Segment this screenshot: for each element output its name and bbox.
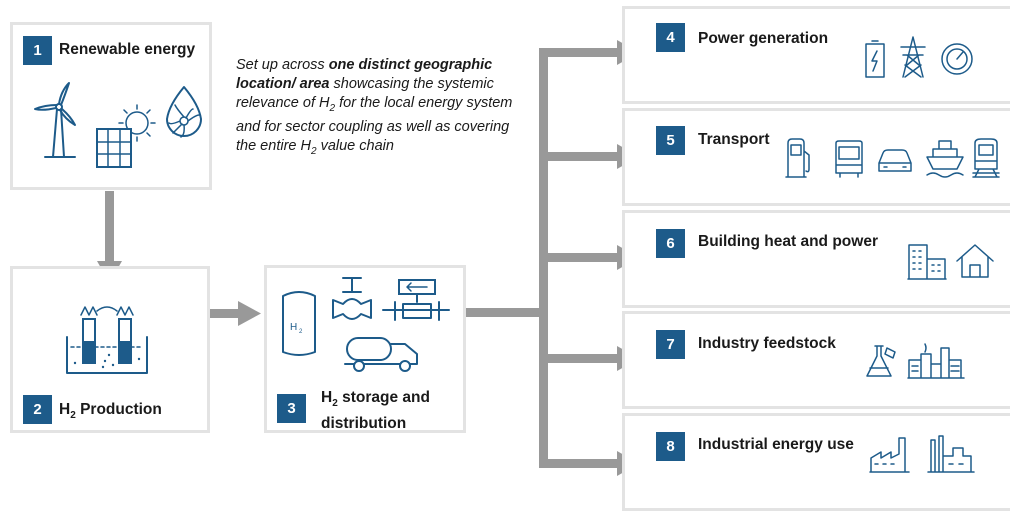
solar-panel-sun-icon <box>96 104 156 168</box>
industrial-energy-box: 8 Industrial energy use <box>622 413 1010 511</box>
step-number-3: 3 <box>277 394 306 423</box>
building-heat-box: 6 Building heat and power <box>622 210 1010 308</box>
car-icon <box>878 149 912 172</box>
electrolysis-icon <box>66 306 148 374</box>
factory-icon <box>869 437 910 473</box>
step-number-4: 4 <box>656 23 685 52</box>
step-number-2: 2 <box>23 395 52 424</box>
renewable-energy-label: Renewable energy <box>59 41 196 58</box>
step-number-5: 5 <box>656 126 685 155</box>
fuel-pump-icon <box>785 138 810 178</box>
tank-h2-label: H <box>290 322 297 333</box>
chemical-plant-icon <box>907 343 965 379</box>
step-number-7: 7 <box>656 330 685 359</box>
industry-feedstock-box: 7 Industry feedstock <box>622 311 1010 409</box>
apartment-building-icon <box>907 244 947 280</box>
transport-box: 5 Transport <box>622 108 1010 206</box>
h2-production-label: H2 Production <box>59 401 162 422</box>
house-icon <box>956 244 994 278</box>
arrow-2-to-3-head <box>238 301 261 326</box>
wind-turbine-icon <box>34 82 76 158</box>
gauge-icon <box>941 43 973 75</box>
valve-icon <box>332 277 372 320</box>
arrow-1-to-2-shaft <box>105 191 114 261</box>
power-generation-box: 4 Power generation <box>622 6 1010 104</box>
ship-icon <box>926 140 964 178</box>
transport-label: Transport <box>698 131 770 148</box>
lab-flask-icon <box>866 345 896 377</box>
building-heat-label: Building heat and power <box>698 233 878 250</box>
step-number-6: 6 <box>656 229 685 258</box>
arrow-3-to-trunk <box>454 308 544 317</box>
tanker-truck-icon <box>344 337 418 372</box>
power-pylon-icon <box>900 36 926 78</box>
hydro-water-icon <box>166 86 202 138</box>
step-number-8: 8 <box>656 432 685 461</box>
intro-description: Set up across one distinct geographic lo… <box>236 57 513 157</box>
power-plant-icon <box>927 435 975 473</box>
power-generation-label: Power generation <box>698 30 829 47</box>
industrial-energy-label: Industrial energy use <box>698 436 854 453</box>
train-icon <box>972 138 1000 178</box>
battery-icon <box>865 40 885 78</box>
renewable-energy-box: 1 Renewable energy <box>10 22 212 190</box>
pipeline-valve-icon <box>382 279 450 321</box>
h2-production-box: 2 H2 Production <box>10 266 210 433</box>
step-number-1: 1 <box>23 36 52 65</box>
tank-h2-sub: 2 <box>299 329 303 335</box>
industry-feedstock-label: Industry feedstock <box>698 335 836 352</box>
h2-tank-icon: H 2 <box>282 291 316 356</box>
bus-icon <box>835 140 863 178</box>
